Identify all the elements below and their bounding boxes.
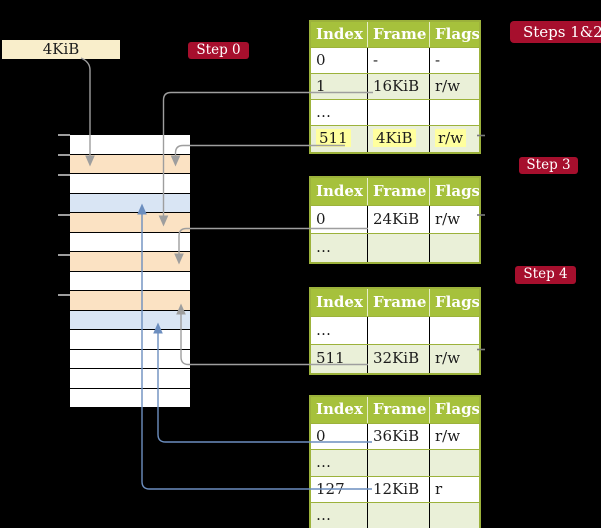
memory-frame-row-mapped [70,310,190,330]
column-header: Frame [367,397,429,423]
column-header: Index [316,400,363,418]
table-cell: 0 [316,426,326,445]
memory-frame-row-table [70,154,190,174]
table-row: 0 -- [311,48,479,74]
memory-address-tick [58,174,70,176]
column-header: Frame [367,178,429,205]
table-cell [367,317,429,344]
table-cell: r/w [429,74,479,99]
column-header: Flags [429,289,479,316]
table-row: … [311,234,479,262]
table-cell [429,100,479,125]
table-row: … [311,450,479,477]
frame-4kib-label: 4KiB [2,40,120,59]
table-cell: - [367,48,429,73]
highlighted-value: 4KiB [373,129,416,147]
memory-address-tick [58,254,70,256]
badge-step-4: Step 4 [515,266,576,284]
memory-address-tick [58,154,70,156]
column-header: Flags [429,397,479,423]
table-cell: 36KiB [367,423,429,449]
table-row: 511 4KiB r/w [311,126,479,152]
table-cell: … [316,238,331,256]
table-cell: 511 [311,126,367,152]
column-header: Index [316,293,363,311]
table-cell: 127 [316,479,345,498]
table-cell: 0 [316,51,326,69]
memory-frame-row-free [70,174,190,194]
table-cell [429,234,479,262]
table-cell [429,317,479,344]
memory-frame-row-free [70,369,190,389]
memory-frame-row-free [70,388,190,408]
memory-frame-row-free [70,349,190,369]
memory-address-tick [58,134,70,136]
table-cell: 4KiB [367,126,429,152]
table-cell: 12KiB [367,476,429,502]
memory-frame-row-free [70,135,190,155]
column-header: Frame [367,289,429,316]
table-cell: 16KiB [367,74,429,99]
table-cell: 0 [316,210,326,228]
table-cell [429,450,479,476]
column-header: Flags [429,178,479,205]
badge-step-3: Step 3 [519,157,578,174]
highlighted-value: 511 [316,129,351,147]
table-row: … [311,503,479,528]
badge-steps-1-2: Steps 1&2 [510,21,601,43]
table-cell: … [316,453,331,471]
memory-frame-row-free [70,232,190,252]
column-header: Index [316,25,363,43]
table-row: … [311,317,479,345]
table-cell: 32KiB [367,345,429,373]
table-cell: 24KiB [367,206,429,233]
table-cell [367,100,429,125]
memory-frame-row-mapped [70,193,190,213]
table-cell: 511 [316,349,345,367]
badge-step-0: Step 0 [188,42,249,59]
table-cell: r/w [429,423,479,449]
table-cell: - [429,48,479,73]
table-cell [429,503,479,528]
highlighted-value: r/w [435,129,467,147]
memory-address-tick [58,294,70,296]
memory-frame-row-free [70,330,190,350]
table-cell: 1 [316,77,326,95]
column-header: Index [316,182,363,200]
table-cell [367,450,429,476]
memory-frame-row-free [70,271,190,291]
table-cell: r/w [429,206,479,233]
table-cell: r/w [429,126,479,152]
physical-memory-column [70,135,190,408]
memory-address-tick [58,214,70,216]
table-cell: … [316,321,331,339]
table-row: … [311,100,479,126]
memory-frame-row-table [70,291,190,311]
table-cell: r [429,476,479,502]
memory-frame-row-table [70,213,190,233]
memory-frame-row-table [70,252,190,272]
table-cell: … [316,103,331,121]
table-cell: … [316,506,331,524]
table-cell: r/w [429,345,479,373]
table-cell [367,234,429,262]
column-header: Frame [367,22,429,47]
column-header: Flags [429,22,479,47]
table-cell [367,503,429,528]
